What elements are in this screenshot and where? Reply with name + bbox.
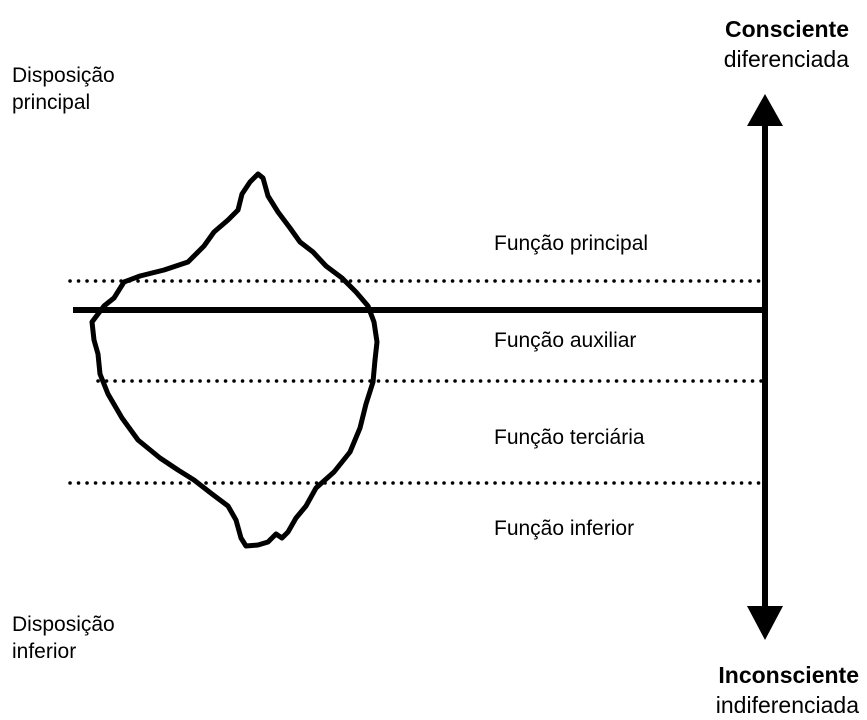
- function-terciaria-label: Função terciária: [494, 426, 645, 449]
- arrow-up-icon: [747, 94, 783, 126]
- conscious-title: Consciente: [725, 16, 849, 42]
- disposition-principal-line2: principal: [12, 91, 91, 114]
- disposition-principal-label: Disposição principal: [12, 62, 115, 116]
- arrow-down-icon: [747, 606, 783, 640]
- disposition-inferior-label: Disposição inferior: [12, 611, 115, 665]
- function-auxiliar-label: Função auxiliar: [494, 329, 637, 352]
- function-inferior-label: Função inferior: [494, 517, 635, 540]
- function-principal-label: Função principal: [494, 232, 649, 255]
- unconscious-title: Inconsciente: [718, 662, 859, 688]
- disposition-principal-line1: Disposição: [12, 64, 115, 87]
- conscious-subtitle: diferenciada: [723, 46, 849, 72]
- conscious-label: Consciente diferenciada: [724, 14, 849, 74]
- disposition-inferior-line1: Disposição: [12, 613, 115, 636]
- unconscious-subtitle: indiferenciada: [715, 692, 859, 718]
- iceberg-outline: [89, 171, 380, 549]
- unconscious-label: Inconsciente indiferenciada: [716, 660, 859, 720]
- disposition-inferior-line2: inferior: [12, 640, 77, 663]
